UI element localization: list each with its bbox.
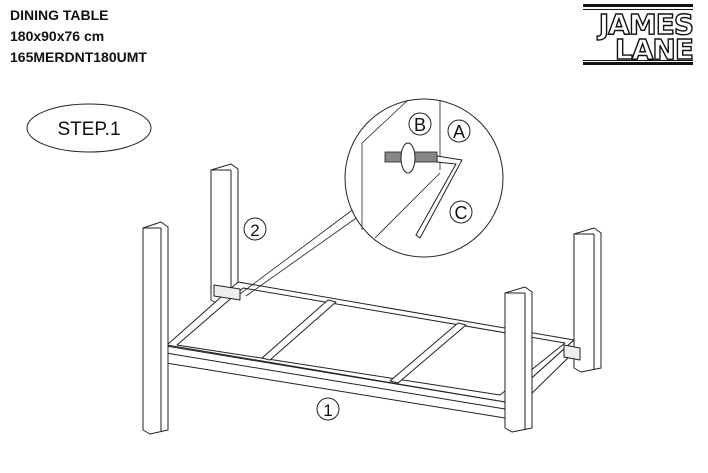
part-label-2 — [243, 217, 267, 241]
part-label-a — [447, 119, 471, 143]
allen-key-icon — [415, 155, 463, 239]
product-dimensions: 180x90x76 cm — [10, 28, 105, 44]
product-code: 165MERDNT180UMT — [10, 49, 147, 65]
bolt-label: A — [453, 122, 465, 142]
leg-label: 2 — [250, 221, 259, 240]
logo-line1: JAMES — [597, 8, 693, 41]
product-name: DINING TABLE — [10, 7, 109, 23]
part-label-1 — [316, 397, 340, 421]
part-label-c — [449, 200, 473, 224]
step-label: STEP.1 — [57, 119, 120, 140]
washer-icon — [400, 142, 416, 174]
table-frame — [142, 163, 602, 435]
step-badge: STEP.1 — [26, 103, 152, 153]
brand-logo: JAMES LANE — [583, 4, 695, 67]
part-label-b — [408, 112, 432, 136]
allen-key-label: C — [455, 203, 468, 223]
logo-line2: LANE — [615, 33, 693, 66]
washer-label: B — [414, 115, 426, 135]
table-top-label: 1 — [323, 401, 332, 420]
